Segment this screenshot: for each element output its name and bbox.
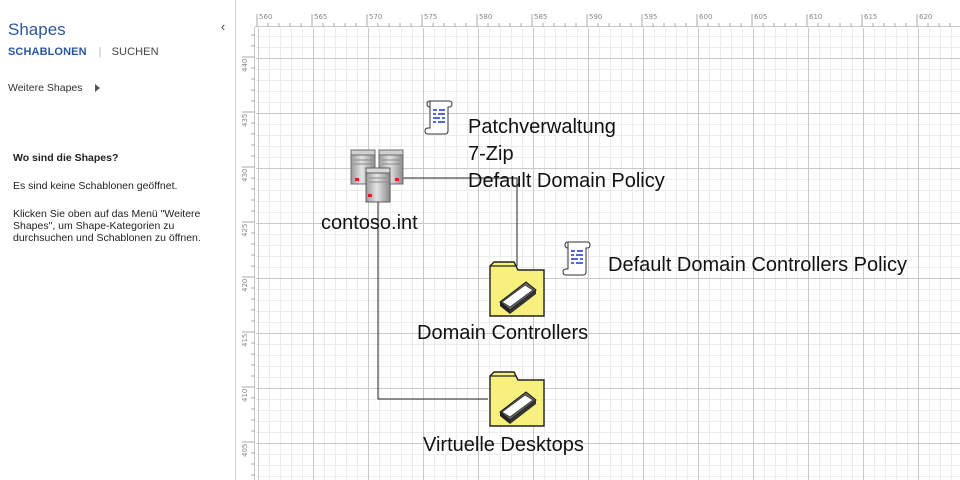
vertical-ruler-ticks: [242, 34, 255, 476]
scroll-icon: [562, 241, 591, 276]
domain-gpo-list[interactable]: Patchverwaltung 7-Zip Default Domain Pol…: [468, 114, 665, 195]
ruler-label: 585: [534, 13, 548, 21]
vertical-ruler: 440 435 430 425 420 415 410 405: [237, 27, 255, 480]
ruler-label: 610: [809, 13, 823, 21]
shapes-pane: Shapes ‹ SCHABLONEN | SUCHEN Weitere Sha…: [0, 0, 236, 480]
ruler-label: 605: [754, 13, 768, 21]
ruler-label: 560: [259, 13, 273, 21]
folder-icon: [489, 371, 545, 427]
ruler-label: 405: [241, 443, 249, 457]
ruler-label: 615: [864, 13, 878, 21]
ruler-label: 425: [241, 223, 249, 237]
ruler-label: 620: [919, 13, 933, 21]
domain-label[interactable]: contoso.int: [321, 212, 418, 234]
gpo-label: 7-Zip: [468, 143, 514, 165]
ruler-label: 415: [241, 333, 249, 347]
gpo-label: Patchverwaltung: [468, 116, 616, 138]
more-shapes-label: Weitere Shapes: [8, 82, 83, 94]
tab-separator: |: [98, 46, 102, 58]
more-shapes-menu[interactable]: Weitere Shapes: [8, 82, 100, 94]
ou-virtual-desktops-label[interactable]: Virtuelle Desktops: [423, 434, 584, 456]
help-instructions-text: Klicken Sie oben auf das Menü "Weitere S…: [13, 208, 201, 244]
help-no-stencils-text: Es sind keine Schablonen geöffnet.: [13, 180, 178, 192]
ruler-label: 420: [241, 278, 249, 292]
ruler-label: 430: [241, 168, 249, 182]
domain-shape[interactable]: [348, 146, 410, 204]
horizontal-ruler-ticks: [256, 14, 951, 27]
gpo-label: Default Domain Policy: [468, 170, 665, 192]
folder-icon: [489, 261, 545, 317]
ruler-label: 440: [241, 58, 249, 72]
ou-virtual-desktops-shape[interactable]: [488, 370, 546, 428]
ruler-label: 580: [479, 13, 493, 21]
chevron-left-icon: ‹: [220, 19, 226, 34]
ruler-label: 600: [699, 13, 713, 21]
drawing-canvas[interactable]: contoso.int Patchverwaltung 7-Zip Defaul…: [256, 28, 960, 480]
ou-domain-controllers-shape[interactable]: [488, 260, 546, 318]
ruler-label: 575: [424, 13, 438, 21]
ruler-label: 410: [241, 388, 249, 402]
tab-stencils[interactable]: SCHABLONEN: [8, 46, 87, 58]
domain-gpo-shape[interactable]: [424, 98, 454, 136]
ruler-label: 435: [241, 113, 249, 127]
ruler-label: 565: [314, 13, 328, 21]
help-heading: Wo sind die Shapes?: [13, 152, 119, 164]
pane-tabs: SCHABLONEN | SUCHEN: [8, 46, 159, 58]
tab-search[interactable]: SUCHEN: [111, 46, 159, 58]
dc-gpo-label[interactable]: Default Domain Controllers Policy: [608, 254, 908, 276]
horizontal-ruler: 560 565 570 575 580 585 590 595 600 605 …: [255, 11, 960, 27]
ruler-label: 590: [589, 13, 603, 21]
scroll-icon: [424, 100, 453, 135]
ruler-label: 595: [644, 13, 658, 21]
chevron-right-icon: [94, 84, 100, 92]
dc-gpo-shape[interactable]: [562, 239, 592, 277]
collapse-pane-button[interactable]: ‹: [216, 19, 230, 35]
pane-title: Shapes: [8, 20, 66, 39]
ruler-label: 570: [369, 13, 383, 21]
server-cluster-icon: [350, 149, 404, 203]
ou-domain-controllers-label[interactable]: Domain Controllers: [417, 322, 589, 344]
